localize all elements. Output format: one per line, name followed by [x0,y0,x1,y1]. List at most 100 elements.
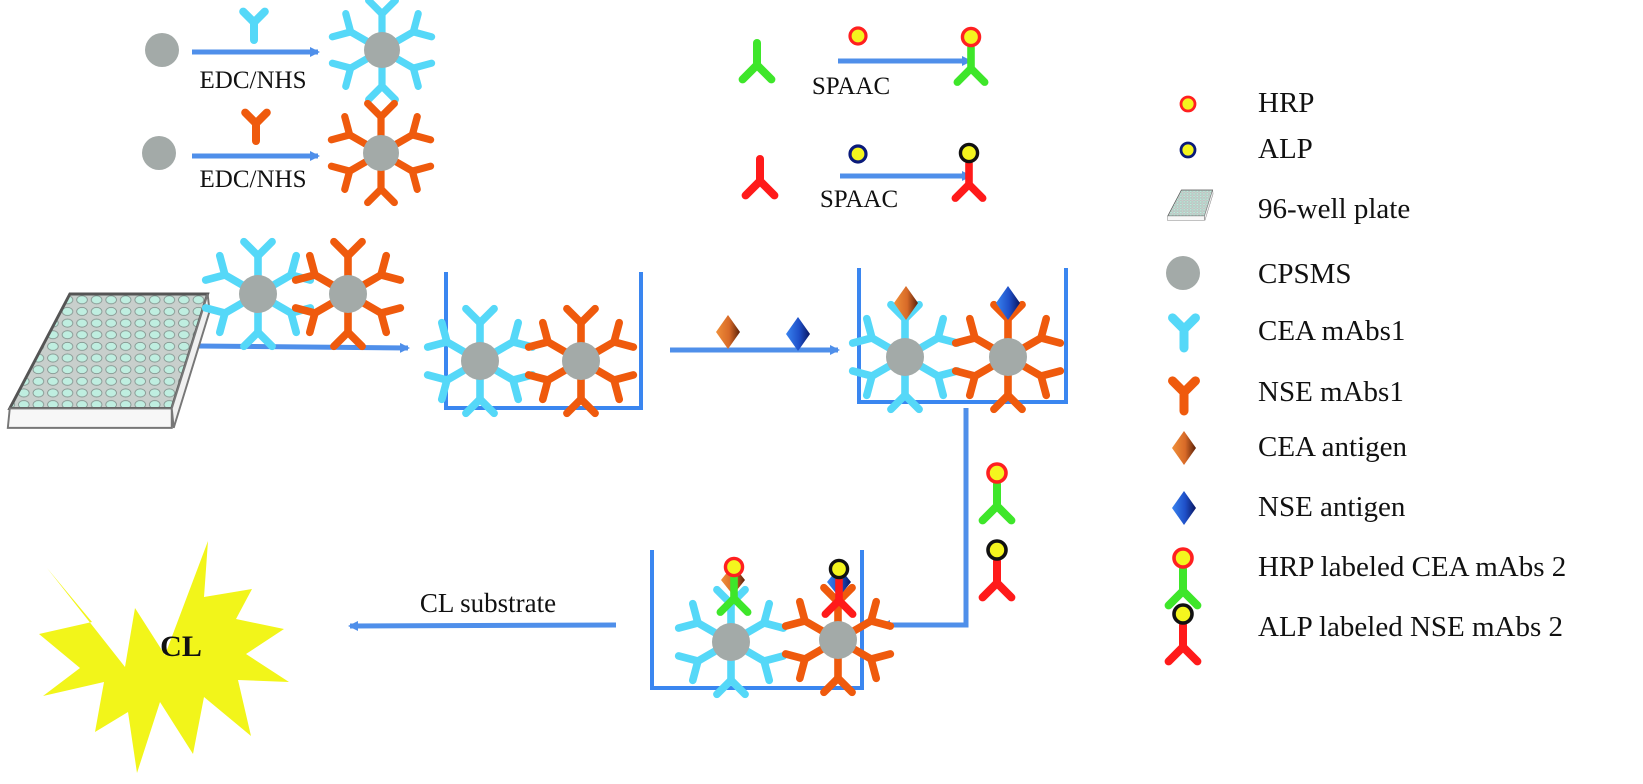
cpsms-bead-icon [712,623,750,661]
alp-icon [1179,141,1197,159]
mab1-icon [848,314,896,354]
mab1-icon [990,368,1026,414]
legend-label: HRP labeled CEA mAbs 2 [1258,551,1566,583]
cl-burst-icon [39,541,289,773]
legend-label: 96-well plate [1258,193,1410,225]
mab1-icon [364,163,398,207]
cea-decorated-bead [848,300,962,414]
coating-arrow [197,342,410,353]
mab2-icon [951,159,987,202]
mab1-icon [951,314,999,354]
mab2-icon [953,43,989,86]
mab1-icon [389,113,435,150]
well-plate-icon [1167,189,1214,221]
cpsms-bead-icon [819,621,857,659]
mab2-icon [1164,565,1202,610]
alp-labeled-nse-mab2 [978,539,1016,602]
mab1-icon [951,360,999,400]
mab1-icon [327,113,373,150]
alp-icon [828,558,850,580]
hrp-icon [986,462,1008,484]
mab1-icon [462,304,498,350]
mab1-icon [820,651,856,697]
cpsms-bead-icon [1166,256,1200,290]
hrp-cea-mab2-icon [1164,547,1202,610]
mab2-icon [978,480,1016,525]
alp-labeled-nse-mab2 [1164,603,1202,666]
mab1-icon [357,297,405,337]
cpsms-bead-icon [989,338,1027,376]
cpsms-bead-icon [329,275,367,313]
alp-icon [848,144,868,164]
cea-antigen-icon [1172,431,1196,465]
mab1-icon [462,372,498,418]
nse-decorated-bead [951,300,1065,414]
legend-label: NSE mAbs1 [1258,376,1404,408]
step-label-edc-nhs-1: EDC/NHS [200,67,307,94]
hrp-icon [1179,95,1197,113]
cea-antigen-icon [1172,431,1196,465]
mab1-icon [1017,314,1065,354]
mab1-icon [781,643,829,683]
mab1-icon [201,251,249,291]
mab1-icon [1017,360,1065,400]
cea-decorated-bead [328,0,436,104]
alp-icon [1179,141,1197,159]
hrp-icon [1172,547,1194,569]
mab1-icon [390,10,436,47]
mab1-icon [423,364,471,404]
legend-item: ALP [1179,133,1313,165]
mab1-icon [674,599,722,639]
cl-substrate-arrow [348,620,617,631]
cpsms-bead-icon [364,32,400,68]
legend-label: HRP [1258,87,1314,119]
nse-mab1-icon [1168,376,1200,416]
mab1-icon [563,304,599,350]
mab1-icon [364,99,398,143]
alp-labeled-nse-mab2 [951,142,987,202]
mab1-icon [740,599,788,639]
mab1-icon [848,360,896,400]
cl-burst-label: CL [160,630,202,663]
cpsms-bead-icon [461,342,499,380]
mab2-icon [821,575,857,618]
cea-decorated-bead [423,304,537,418]
mab1-icon [291,251,339,291]
legend-label: NSE antigen [1258,491,1406,523]
cea-mab1-icon [239,7,269,44]
hrp-labeled-cea-mab2 [1164,547,1202,610]
hrp-icon [960,26,982,48]
well-plate-icon [6,292,211,429]
mab1-icon [330,237,366,283]
mab1-icon [847,597,895,637]
cea-mab1-icon [1168,313,1200,353]
hrp-icon [1179,95,1197,113]
step-label-edc-nhs-2: EDC/NHS [200,166,307,193]
legend-label: CEA mAbs1 [1258,315,1405,347]
nse-antigen-icon [1172,491,1196,525]
mab1-icon [713,653,749,699]
nse-antigen-icon [1172,491,1196,525]
mab1-icon [328,10,374,47]
mab2-icon [716,573,752,616]
cea-mab1-icon [1168,313,1200,353]
alp-icon [958,142,980,164]
mab1-icon [291,297,339,337]
cpsms-bead-icon [886,338,924,376]
legend-item: CPSMS [1166,256,1352,290]
legend-label: CEA antigen [1258,431,1408,463]
legend-item: 96-well plate [1167,189,1410,225]
alp-icon [1172,603,1194,625]
alp-nse-mab2-icon [1164,603,1202,666]
cea-decorated-bead [201,237,315,351]
alp-labeled-nse-mab2 [821,558,857,618]
step-label-cl-substrate: CL substrate [420,588,556,618]
reaction-well-3 [650,550,864,690]
cea-antigen-icon [894,286,918,320]
mab1-icon [240,305,276,351]
legend-label: CPSMS [1258,258,1352,290]
mab1-icon [423,318,471,358]
cea-antigen-icon [716,315,740,349]
cpsms-bead-icon [145,33,179,67]
mab1-icon [328,53,374,90]
